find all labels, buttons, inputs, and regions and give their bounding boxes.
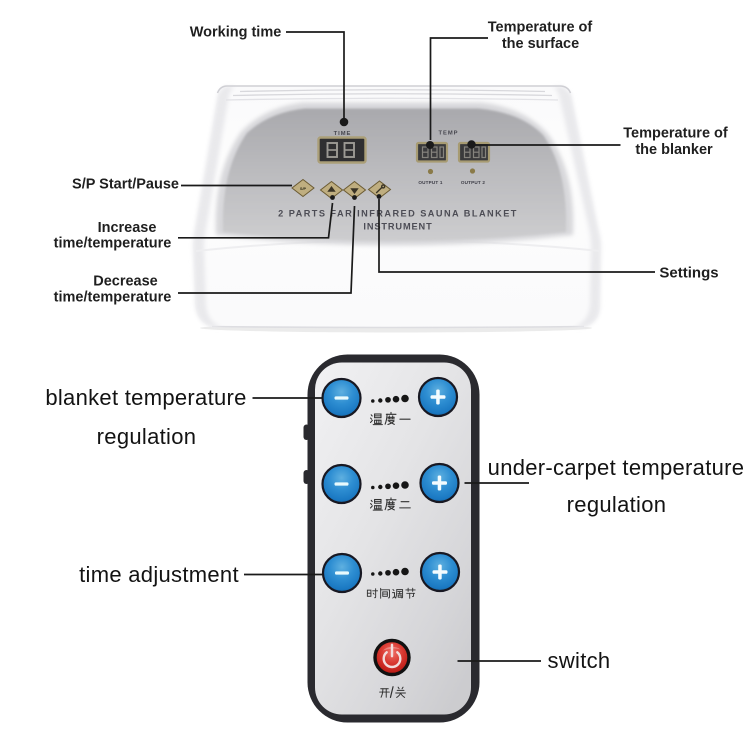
svg-text:Decrease: Decrease xyxy=(93,274,158,290)
svg-text:time/temperature: time/temperature xyxy=(54,290,172,306)
svg-text:Increase: Increase xyxy=(98,220,157,236)
svg-text:under-carpet temperature: under-carpet temperature xyxy=(488,455,745,480)
svg-text:the blanker: the blanker xyxy=(635,142,713,158)
svg-text:regulation: regulation xyxy=(97,424,197,449)
svg-text:regulation: regulation xyxy=(567,492,667,517)
svg-text:switch: switch xyxy=(548,648,611,673)
svg-text:S/P: S/P xyxy=(300,186,307,191)
svg-text:TIME: TIME xyxy=(334,131,352,137)
svg-text:Working time: Working time xyxy=(190,25,282,41)
svg-text:TEMP: TEMP xyxy=(438,131,458,137)
svg-text:Temperature of: Temperature of xyxy=(623,126,728,142)
svg-text:OUTPUT 1: OUTPUT 1 xyxy=(418,180,443,185)
svg-text:2 PARTS FAR INFRARED SAUNA BLA: 2 PARTS FAR INFRARED SAUNA BLANKET xyxy=(278,209,518,219)
svg-text:S/P Start/Pause: S/P Start/Pause xyxy=(72,177,179,193)
svg-text:time adjustment: time adjustment xyxy=(79,562,239,587)
svg-text:Temperature of: Temperature of xyxy=(488,20,593,36)
svg-text:time/temperature: time/temperature xyxy=(54,236,172,252)
svg-text:blanket temperature: blanket temperature xyxy=(45,385,246,410)
svg-text:the surface: the surface xyxy=(502,36,579,52)
svg-text:OUTPUT 2: OUTPUT 2 xyxy=(461,180,486,185)
svg-text:INSTRUMENT: INSTRUMENT xyxy=(363,222,432,232)
svg-text:Settings: Settings xyxy=(659,265,718,282)
